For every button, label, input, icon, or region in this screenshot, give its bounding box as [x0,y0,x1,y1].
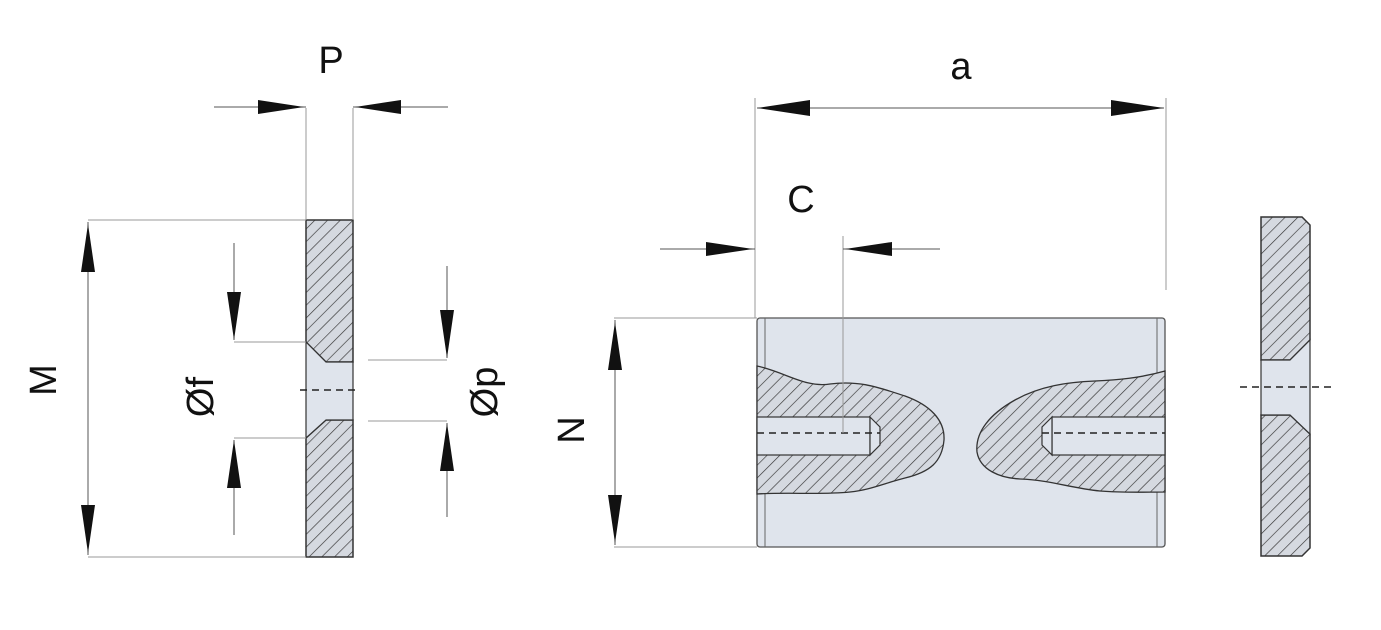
label-m: M [23,364,65,396]
label-c: C [787,179,814,221]
arrow-c-left [706,242,753,256]
left-section-lower [305,419,354,558]
arrow-p-left [258,100,304,114]
right-section-upper [1260,216,1311,361]
arrow-f-bottom [227,440,241,488]
arrow-c-right [845,242,892,256]
right-threaded-hole [1051,416,1166,456]
arrow-a-left [757,100,810,116]
label-p: P [318,40,343,82]
right-section-lower [1260,414,1311,557]
arrow-n-top [608,322,622,370]
left-section-upper [305,219,354,363]
arrow-p-dia-top [440,310,454,358]
label-f: Øf [180,377,222,418]
arrow-n-bottom [608,495,622,543]
arrow-f-top [227,292,241,340]
label-p-dia: Øp [464,367,506,418]
middle-body-view: a C N [551,46,1167,548]
left-threaded-hole [756,416,871,456]
right-section-hole [1260,338,1311,436]
arrow-p-right [355,100,401,114]
arrow-m-bottom [81,505,95,553]
label-a: a [950,46,972,88]
arrow-a-right [1111,100,1164,116]
arrow-p-dia-bottom [440,423,454,471]
right-section-view [1240,216,1333,557]
arrow-m-top [81,224,95,272]
left-section-view: P M Øf Øp [23,40,506,558]
label-n: N [551,416,593,443]
